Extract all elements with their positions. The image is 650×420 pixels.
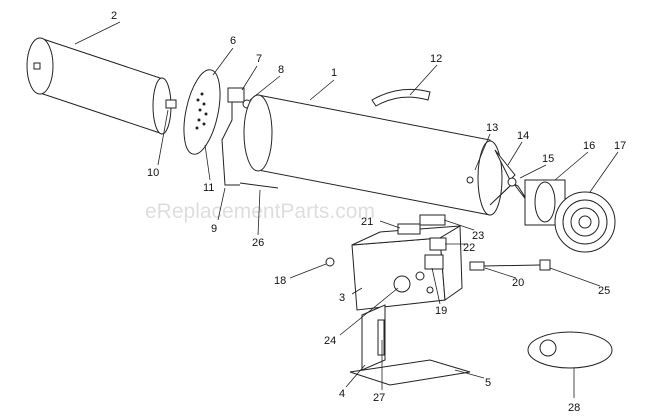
part-label-27: 27 <box>373 392 385 404</box>
part-label-24: 24 <box>324 335 336 347</box>
part-label-9: 9 <box>211 223 217 235</box>
outer-cylinder-part-2 <box>26 37 172 135</box>
part-label-13: 13 <box>486 122 498 134</box>
knob-part-18 <box>325 257 335 267</box>
part-label-18: 18 <box>274 275 286 287</box>
part-label-21: 21 <box>361 216 373 228</box>
main-cylinder-part-1 <box>243 94 503 216</box>
fitting-part-10 <box>165 99 177 109</box>
gas-tube-part-9 <box>221 100 240 186</box>
cord-part-25 <box>483 264 541 267</box>
part-label-11: 11 <box>203 182 214 194</box>
part-label-20: 20 <box>512 277 524 289</box>
connector-part-20 <box>469 261 485 271</box>
motor-part-16 <box>524 179 566 226</box>
base-part-4 <box>349 304 471 386</box>
handle-part-12 <box>371 88 431 107</box>
part-label-3: 3 <box>339 292 345 304</box>
part-label-8: 8 <box>278 64 284 76</box>
control-part-19 <box>424 254 444 270</box>
fan-guard-part-17 <box>554 191 616 253</box>
part-number-labels: 2 6 7 8 1 12 13 14 15 16 17 10 11 9 26 2… <box>111 10 626 414</box>
part-label-19: 19 <box>435 305 447 317</box>
part-label-1: 1 <box>331 67 337 79</box>
valve-bracket-part-7 <box>227 87 245 103</box>
part-label-16: 16 <box>583 140 595 152</box>
switch-part-22 <box>429 237 447 251</box>
bracket-part-21 <box>397 223 421 235</box>
part-label-7: 7 <box>256 53 262 65</box>
burner-disc-part-6 <box>183 69 221 155</box>
part-label-2: 2 <box>111 10 117 22</box>
part-label-15: 15 <box>542 153 554 165</box>
support-part-27 <box>377 319 385 356</box>
bracket-part-23 <box>419 214 446 226</box>
part-label-10: 10 <box>147 167 159 179</box>
gas-tube-part-26 <box>239 182 279 189</box>
part-label-5: 5 <box>485 377 491 389</box>
watermark-text: eReplacementParts.com <box>145 200 375 223</box>
part-label-25: 25 <box>598 285 610 297</box>
part-label-14: 14 <box>517 130 529 142</box>
base-plate-part-5 <box>349 359 471 386</box>
part-label-22: 22 <box>463 242 475 254</box>
part-label-6: 6 <box>230 35 236 47</box>
part-label-23: 23 <box>472 230 484 242</box>
leader-lines <box>74 21 619 398</box>
regulator-hose-part-28 <box>527 331 613 369</box>
part-label-26: 26 <box>252 237 264 249</box>
plug-part-25 <box>539 259 551 271</box>
part-label-4: 4 <box>339 388 345 400</box>
part-label-28: 28 <box>568 402 580 414</box>
part-label-12: 12 <box>430 53 442 65</box>
part-label-17: 17 <box>614 140 626 152</box>
